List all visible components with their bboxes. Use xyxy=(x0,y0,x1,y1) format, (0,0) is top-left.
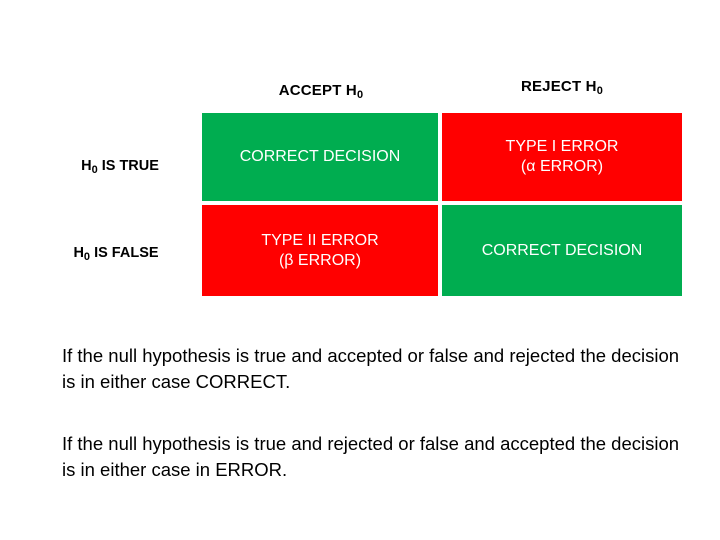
matrix-cell-true-reject-line1: TYPE I ERROR xyxy=(505,138,619,155)
column-header-accept-subscript: 0 xyxy=(356,89,364,102)
column-header-accept-text: ACCEPT H xyxy=(278,82,357,99)
row-header-h0-is-false-text: H xyxy=(73,245,84,261)
matrix-cell-false-reject: CORRECT DECISION xyxy=(442,205,682,296)
matrix-cell-false-reject-line1: CORRECT DECISION xyxy=(481,241,643,259)
row-header-h0-is-true-subscript: 0 xyxy=(91,164,98,177)
matrix-cell-true-accept-text: CORRECT DECISION xyxy=(240,147,401,167)
column-header-reject: REJECT H0 xyxy=(442,78,682,97)
column-header-reject-subscript: 0 xyxy=(596,85,604,98)
matrix-cell-true-accept-line1: CORRECT DECISION xyxy=(239,148,401,165)
column-header-reject-text: REJECT H xyxy=(520,78,597,95)
decision-matrix: CORRECT DECISION TYPE I ERROR (α ERROR) … xyxy=(202,113,682,296)
matrix-cell-false-accept: TYPE II ERROR (β ERROR) xyxy=(202,205,438,296)
row-header-h0-is-true: H0 IS TRUE xyxy=(40,158,200,176)
row-header-h0-is-false-subscript: 0 xyxy=(83,251,91,264)
row-header-h0-is-false-rest: IS FALSE xyxy=(90,245,159,261)
matrix-cell-false-accept-line2: (β ERROR) xyxy=(278,251,362,269)
matrix-cell-false-reject-text: CORRECT DECISION xyxy=(482,241,643,261)
note-correct: If the null hypothesis is true and accep… xyxy=(62,345,680,393)
row-header-h0-is-true-text: H xyxy=(81,158,92,174)
matrix-cell-true-reject-text: TYPE I ERROR (α ERROR) xyxy=(506,137,619,177)
matrix-cell-false-accept-line1: TYPE II ERROR xyxy=(261,231,379,249)
row-header-h0-is-false: H0 IS FALSE xyxy=(36,245,196,263)
matrix-cell-true-accept: CORRECT DECISION xyxy=(202,113,438,201)
note-error: If the null hypothesis is true and rejec… xyxy=(62,433,680,481)
row-header-h0-is-true-rest: IS TRUE xyxy=(97,158,159,174)
matrix-cell-false-accept-text: TYPE II ERROR (β ERROR) xyxy=(261,231,378,271)
matrix-cell-true-reject: TYPE I ERROR (α ERROR) xyxy=(442,113,682,201)
matrix-cell-true-reject-line2: (α ERROR) xyxy=(520,158,604,175)
column-header-accept: ACCEPT H0 xyxy=(202,82,440,101)
